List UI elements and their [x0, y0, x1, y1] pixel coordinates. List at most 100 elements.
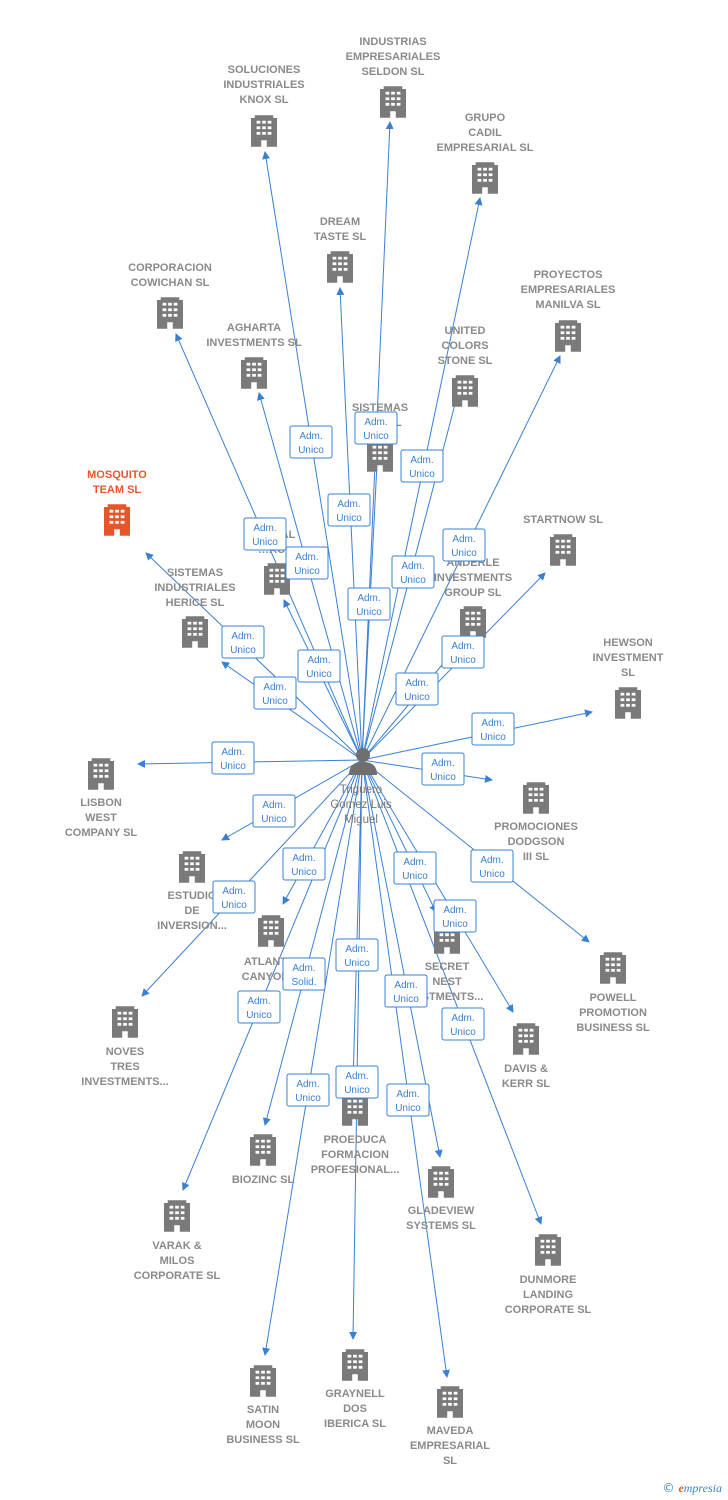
company-node-davis[interactable]: DAVIS &KERR SL	[502, 1023, 551, 1090]
role-badge-text: Unico	[402, 871, 428, 882]
role-badge[interactable]: Adm.Unico	[335, 938, 379, 972]
role-badge[interactable]: Adm.Unico	[297, 649, 341, 683]
role-badge[interactable]: Adm.Unico	[335, 1065, 379, 1099]
building-icon	[437, 1386, 463, 1418]
role-badge-text: Adm.	[451, 1013, 474, 1024]
role-badge[interactable]: Adm.Unico	[243, 517, 287, 551]
center-person-node[interactable]: Triguero Gomez Luis Miguel	[330, 748, 392, 826]
role-badge[interactable]: Adm.Unico	[327, 493, 371, 527]
company-node-biozinc[interactable]: BIOZINC SL	[232, 1134, 295, 1186]
company-node-startnow[interactable]: STARTNOW SL	[523, 514, 603, 566]
role-badge[interactable]: Adm.Unico	[386, 1083, 430, 1117]
role-badge[interactable]: Adm.Solid.	[282, 957, 326, 991]
role-badge[interactable]: Adm.Unico	[289, 425, 333, 459]
role-badge[interactable]: Adm.Unico	[211, 741, 255, 775]
company-label-line: UNITED	[445, 325, 486, 337]
role-badge-text: Adm.	[299, 431, 322, 442]
role-badge[interactable]: Adm.Unico	[400, 449, 444, 483]
company-label-line: …STMENTS...	[411, 991, 484, 1003]
company-node-noves[interactable]: NOVESTRESINVESTMENTS...	[81, 1006, 169, 1088]
role-badge[interactable]: Adm.Unico	[347, 587, 391, 621]
company-label-line: LISBON	[80, 797, 122, 809]
role-badge[interactable]: Adm.Unico	[393, 851, 437, 885]
role-badge-text: Unico	[261, 814, 287, 825]
role-badge-box	[282, 847, 326, 881]
role-badge-text: Adm.	[480, 855, 503, 866]
role-badge-box	[289, 425, 333, 459]
role-badge[interactable]: Adm. Unico	[253, 676, 297, 710]
role-badge[interactable]: Adm.Unico	[237, 990, 281, 1024]
role-badge[interactable]: Adm.Unico	[384, 974, 428, 1008]
role-badge-text: Adm.	[337, 499, 360, 510]
company-label-line: KERR SL	[502, 1078, 551, 1090]
building-icon	[250, 1365, 276, 1397]
role-badge[interactable]: Adm.Unico	[421, 752, 465, 786]
role-badge[interactable]: Adm.Unico	[285, 546, 329, 580]
role-badge-text: Unico	[262, 696, 288, 707]
brand-name: mpresia	[683, 1481, 722, 1495]
company-label-line: SECRET	[425, 961, 470, 973]
role-badge[interactable]: Adm.Unico	[286, 1073, 330, 1107]
role-badge[interactable]: Adm.Unico	[282, 847, 326, 881]
company-label-line: POWELL	[589, 992, 636, 1004]
person-icon	[349, 748, 377, 775]
role-badge[interactable]: Adm.Unico	[354, 411, 398, 445]
company-label-line: NOVES	[106, 1046, 145, 1058]
company-label-line: CORPORACION	[128, 262, 212, 274]
company-node-proeduca[interactable]: PROEDUCAFORMACIONPROFESIONAL...	[311, 1094, 400, 1176]
role-badge-text: Unico	[291, 867, 317, 878]
role-badge[interactable]: Adm.Unico	[442, 528, 486, 562]
building-icon	[258, 915, 284, 947]
company-label-line: INVESTMENT	[593, 652, 664, 664]
role-badge[interactable]: Adm.Unico	[221, 625, 265, 659]
role-badge[interactable]: Adm.Unico	[441, 635, 485, 669]
role-badge-text: Adm.	[263, 682, 286, 693]
role-badge-text: Adm.	[231, 631, 254, 642]
role-badge-text: Unico	[409, 469, 435, 480]
role-badge[interactable]: Adm.Unico	[441, 1007, 485, 1041]
company-label-line: CORPORATE SL	[505, 1304, 592, 1316]
company-node-estudio[interactable]: ESTUDIODEINVERSION...	[157, 851, 227, 932]
role-badge[interactable]: Adm.Unico	[395, 672, 439, 706]
building-icon	[342, 1094, 368, 1126]
building-icon	[555, 320, 581, 352]
role-badge-text: Adm.	[357, 593, 380, 604]
role-badge-text: Unico	[220, 761, 246, 772]
company-node-secret[interactable]: SECRETNEST…STMENTS...	[411, 922, 484, 1003]
role-badge-box	[252, 794, 296, 828]
company-label-line: MOON	[246, 1419, 280, 1431]
role-badge[interactable]: Adm.Unico	[470, 849, 514, 883]
role-badge[interactable]: Adm.Unico	[212, 880, 256, 914]
company-label-line: GRUPO	[465, 112, 506, 124]
company-label-line: TASTE SL	[314, 231, 367, 243]
role-badge[interactable]: Adm.Unico	[433, 899, 477, 933]
role-badge-box	[421, 752, 465, 786]
role-badge-text: Unico	[400, 575, 426, 586]
role-badge[interactable]: Adm.Unico	[391, 555, 435, 589]
role-badge[interactable]: Adm.Unico	[471, 712, 515, 746]
edge-line	[262, 759, 363, 1356]
badges-layer: Adm.UnicoAdm.UnicoAdm.UnicoAdm.UnicoAdm.…	[211, 411, 515, 1117]
role-badge[interactable]: Adm.Unico	[252, 794, 296, 828]
